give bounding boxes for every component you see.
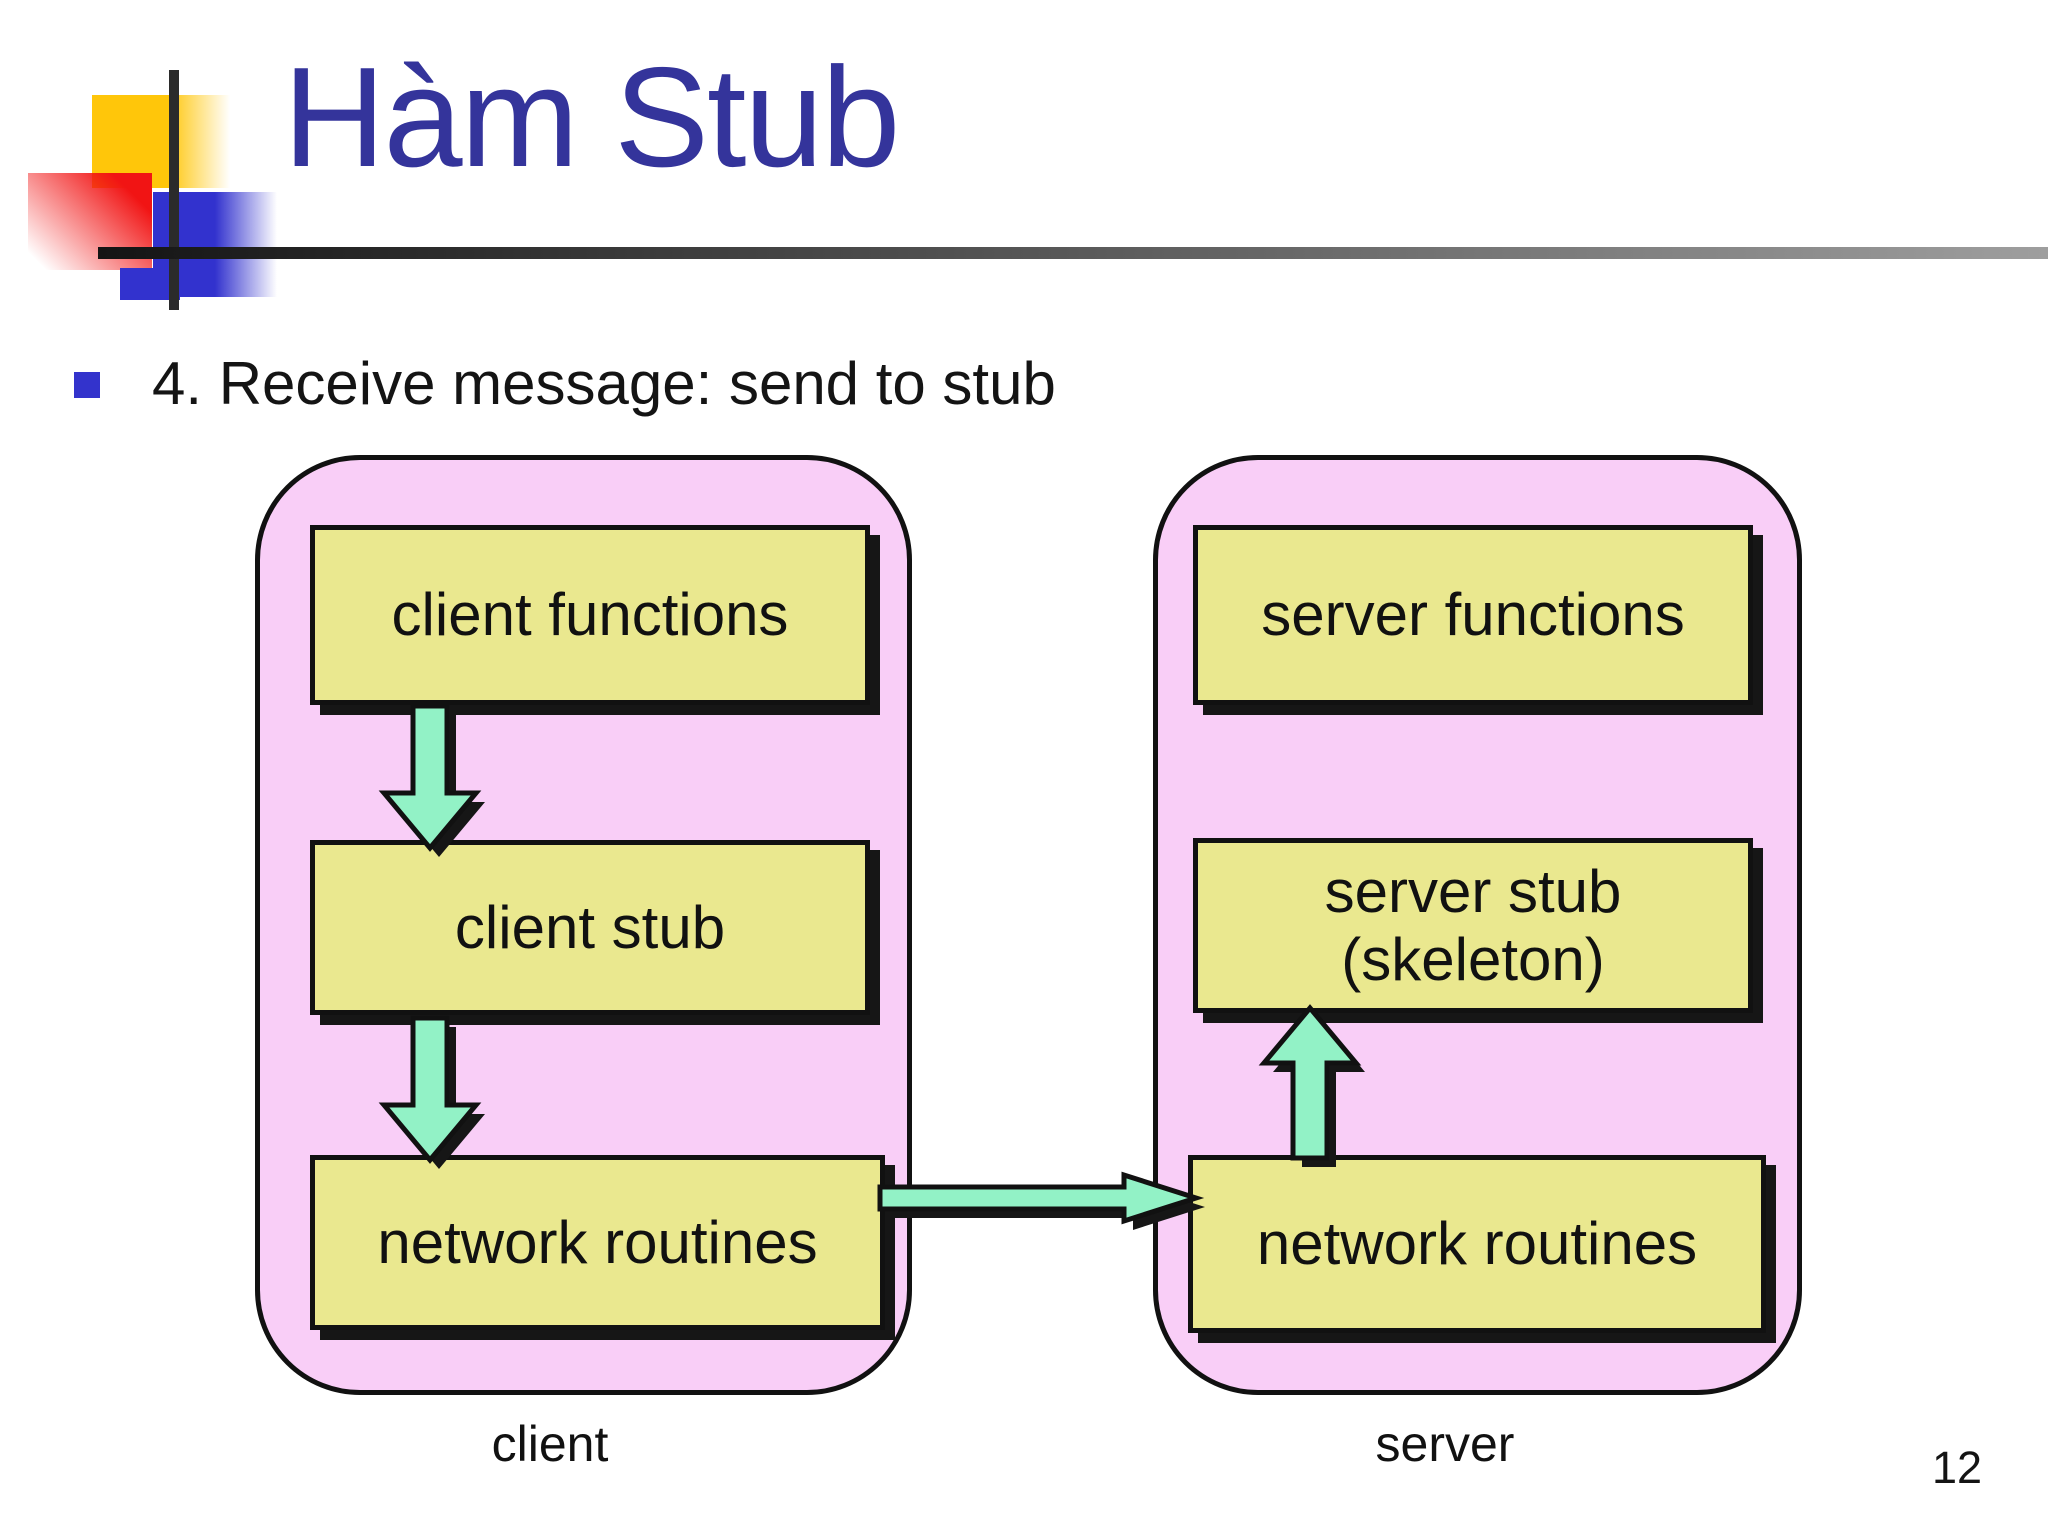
- box-client-network-routines-label: network routines: [377, 1208, 818, 1276]
- bullet-text: 4. Receive message: send to stub: [152, 350, 1056, 417]
- box-server-stub-line2: (skeleton): [1341, 925, 1605, 993]
- page-title: Hàm Stub: [283, 38, 900, 197]
- logo-vertical-line: [169, 70, 179, 310]
- box-client-functions: client functions: [310, 525, 870, 705]
- box-client-functions-label: client functions: [391, 581, 789, 649]
- box-server-stub-line1: server stub: [1324, 858, 1622, 926]
- box-server-functions: server functions: [1193, 525, 1753, 705]
- box-server-stub: server stub (skeleton): [1193, 838, 1753, 1013]
- box-server-functions-label: server functions: [1261, 581, 1685, 649]
- box-client-stub: client stub: [310, 840, 870, 1015]
- box-server-network-routines-label: network routines: [1256, 1210, 1698, 1278]
- server-label: server: [1375, 1416, 1515, 1472]
- title-underline: [98, 247, 2048, 259]
- logo-yellow-square: [92, 95, 230, 188]
- page-number: 12: [1931, 1442, 1982, 1493]
- box-client-network-routines: network routines: [310, 1155, 885, 1330]
- client-label: client: [491, 1416, 609, 1472]
- box-server-network-routines: network routines: [1188, 1155, 1766, 1333]
- bullet-marker: [74, 372, 100, 398]
- box-client-stub-label: client stub: [454, 893, 726, 961]
- arrow-client-network-to-server-network: [877, 1171, 1205, 1225]
